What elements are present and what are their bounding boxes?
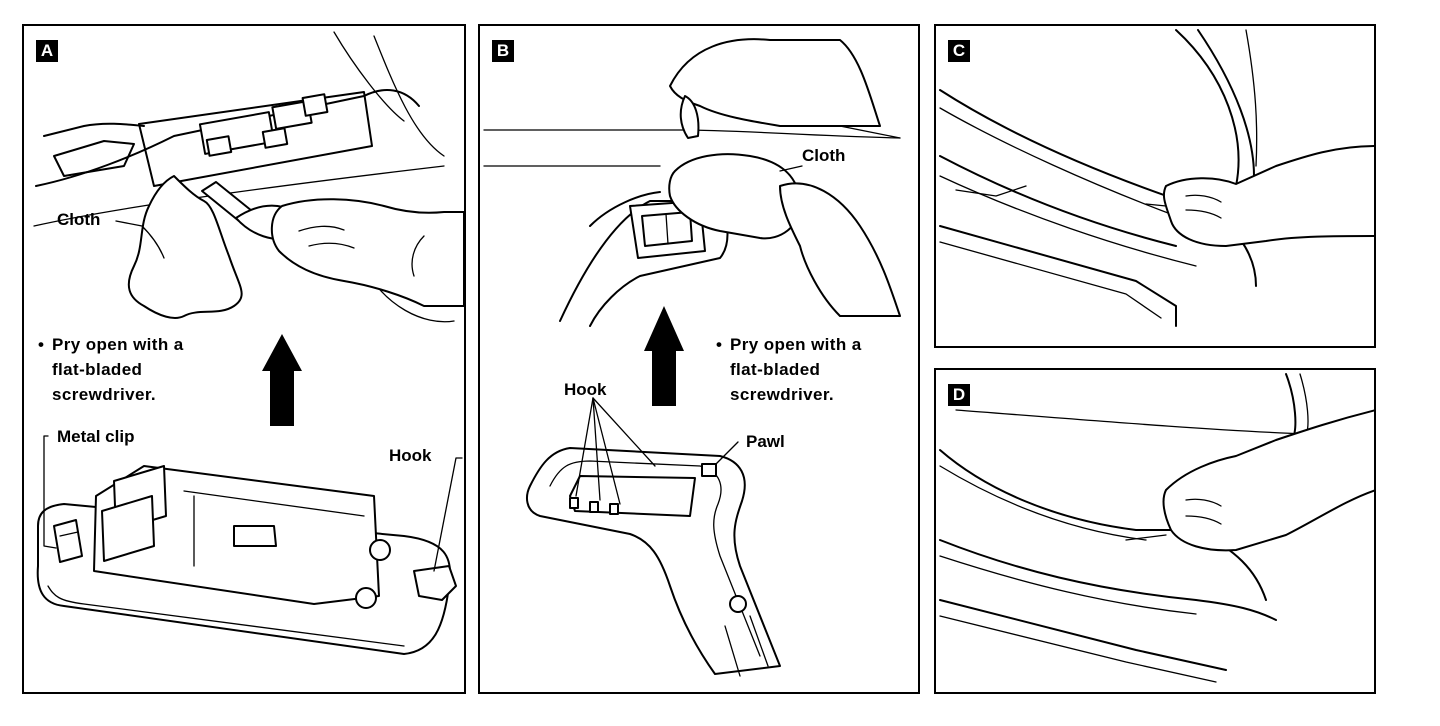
trim-edge-outline [939, 599, 1227, 671]
bullet-icon: • [716, 335, 723, 354]
pawl-illustration [701, 463, 717, 477]
hand-illustration [1162, 409, 1374, 552]
metal-clip-illustration [53, 519, 83, 563]
metal-clip-label: Metal clip [57, 427, 135, 446]
panel-a: A [22, 24, 466, 694]
panel-b-illustration [483, 38, 901, 677]
screw-icon [355, 587, 377, 609]
up-arrow-icon [262, 334, 302, 426]
panel-b: B Cloth • [478, 24, 920, 694]
panel-d-badge: D [948, 384, 970, 406]
door-opening-outline [1175, 29, 1240, 187]
note-line: Pry open with a [730, 335, 862, 354]
hand-illustration [1162, 145, 1374, 247]
screw-icon [369, 539, 391, 561]
hook-label: Hook [389, 446, 432, 465]
note-line: Pry open with a [52, 335, 184, 354]
note-line: screwdriver. [730, 385, 835, 404]
armrest-upper-outline [35, 89, 420, 187]
panel-d: D [934, 368, 1376, 694]
pry-open-note: • Pry open with a flat-bladed screwdrive… [38, 332, 184, 407]
panel-c-illustration [939, 29, 1374, 327]
bezel-outline [526, 447, 781, 675]
door-edge-outline [939, 89, 1257, 287]
hand-illustration [779, 182, 901, 317]
bullet-icon: • [38, 335, 45, 354]
panel-c-badge: C [948, 40, 970, 62]
hook-label: Hook [564, 380, 607, 399]
note-line: flat-bladed [730, 360, 821, 379]
door-edge-outline [939, 449, 1267, 601]
panel-b-badge: B [492, 40, 514, 62]
panel-a-badge: A [36, 40, 58, 62]
hand-illustration [669, 38, 881, 127]
up-arrow-icon [644, 306, 684, 406]
pry-open-note: • Pry open with a flat-bladed screwdrive… [716, 332, 862, 407]
switch-bezel [138, 91, 373, 187]
panel-d-illustration [939, 373, 1374, 683]
note-line: screwdriver. [52, 385, 157, 404]
hand-illustration [270, 198, 464, 307]
hook-illustration [413, 565, 457, 601]
pawl-label: Pawl [746, 432, 785, 451]
note-line: flat-bladed [52, 360, 143, 379]
cloth-label: Cloth [57, 210, 101, 229]
panel-c: C [934, 24, 1376, 348]
cloth-label: Cloth [802, 146, 846, 165]
trim-edge-outline [939, 225, 1177, 327]
panel-a-illustration [33, 31, 464, 655]
screwdriver-illustration [679, 95, 700, 139]
bezel-opening [569, 475, 696, 517]
cloth-illustration [127, 175, 243, 319]
